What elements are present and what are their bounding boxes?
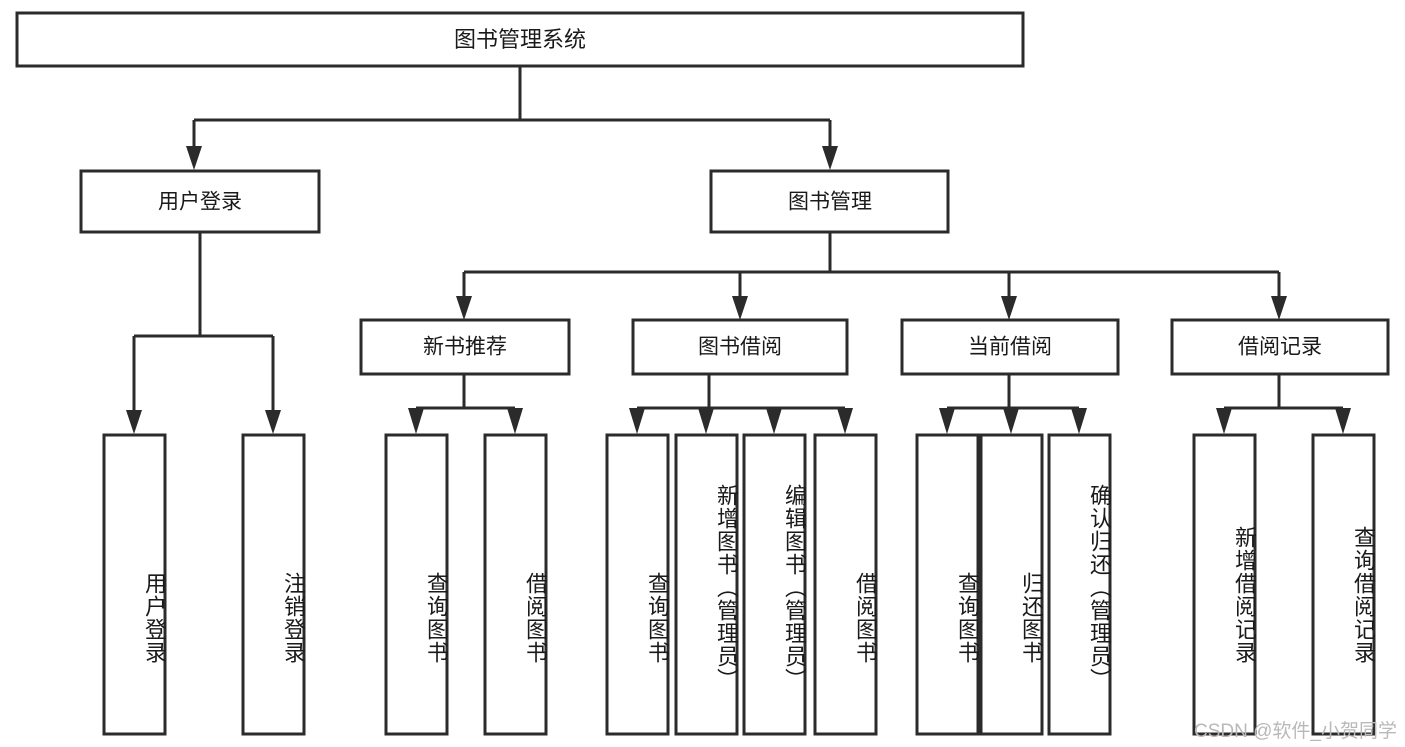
node-current-borrow-label: 当前借阅	[968, 336, 1052, 359]
node-root-label: 图书管理系统	[454, 27, 586, 52]
node-leaf-confirm-return-admin[interactable]	[1047, 433, 1112, 736]
connector-layer	[126, 66, 1351, 434]
node-book-manage[interactable]	[709, 169, 950, 234]
node-book-manage-label: 图书管理	[788, 191, 872, 214]
node-current-borrow[interactable]	[900, 318, 1120, 376]
node-leaf-user-login[interactable]	[102, 433, 167, 736]
node-leaf-add-book-admin[interactable]	[674, 433, 739, 736]
node-borrow-record[interactable]	[1170, 318, 1390, 376]
node-new-book-recommend[interactable]	[359, 318, 571, 376]
node-leaf-borrow-book-a[interactable]	[483, 433, 548, 736]
arrow-to-user-login	[186, 146, 202, 170]
arrow-user-leaf2	[265, 410, 281, 434]
node-layer: 图书管理系统 用户登录 图书管理 新书推荐 图书借阅 当前借阅 借阅记录	[15, 11, 1390, 736]
arrow-borrow-leaf1	[629, 408, 645, 434]
arrow-current-leaf1	[939, 408, 955, 434]
node-leaf-add-borrow-record[interactable]	[1192, 433, 1257, 736]
node-user-login-label: 用户登录	[158, 191, 242, 214]
arrow-borrow-leaf4	[837, 408, 853, 434]
arrow-to-book-borrow	[732, 296, 748, 320]
arrow-to-book-manage	[822, 146, 838, 170]
node-book-borrow-label: 图书借阅	[698, 336, 782, 359]
arrow-record-leaf1	[1216, 408, 1232, 434]
node-book-borrow[interactable]	[631, 318, 849, 376]
arrow-current-leaf2	[1003, 408, 1019, 434]
arrow-new-leaf1	[408, 408, 424, 434]
arrow-new-leaf2	[507, 408, 523, 434]
node-leaf-user-logout[interactable]	[241, 433, 306, 736]
arrow-record-leaf2	[1335, 408, 1351, 434]
node-borrow-record-label: 借阅记录	[1238, 336, 1322, 359]
arrow-to-current-borrow	[1001, 296, 1017, 320]
node-new-book-recommend-label: 新书推荐	[423, 336, 507, 359]
node-leaf-edit-book-admin[interactable]	[742, 433, 807, 736]
node-root-system[interactable]	[15, 11, 1025, 68]
node-leaf-return-book[interactable]	[979, 433, 1044, 736]
node-leaf-query-book-c[interactable]	[915, 433, 980, 736]
arrow-to-borrow-record	[1271, 296, 1287, 320]
arrow-user-leaf1	[126, 410, 142, 434]
csdn-watermark: CSDN @软件_小贺同学	[1194, 721, 1397, 742]
node-leaf-query-book-a[interactable]	[384, 433, 449, 736]
node-leaf-query-borrow-record[interactable]	[1311, 433, 1376, 736]
arrow-borrow-leaf3	[766, 408, 782, 434]
arrow-to-new-book	[456, 296, 472, 320]
arrow-current-leaf3	[1071, 408, 1087, 434]
arrow-borrow-leaf2	[698, 408, 714, 434]
node-leaf-query-book-b[interactable]	[605, 433, 670, 736]
node-user-login[interactable]	[79, 169, 321, 234]
node-leaf-borrow-book-b[interactable]	[813, 433, 878, 736]
